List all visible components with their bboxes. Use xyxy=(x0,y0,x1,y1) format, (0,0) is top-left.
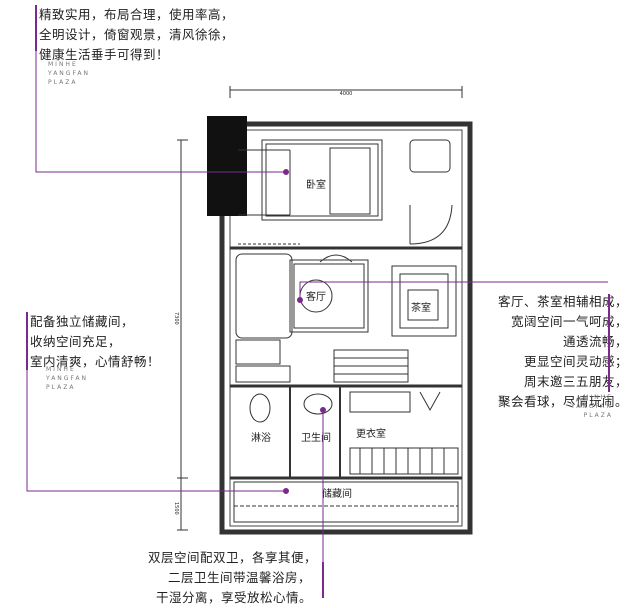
text-line: 全明设计，倚窗观景，清风徐徐， xyxy=(39,27,235,42)
left-mid-brand: MINHE YANGFAN PLAZA xyxy=(46,365,88,392)
room-label-closet: 更衣室 xyxy=(356,427,386,440)
brand-line: PLAZA xyxy=(48,79,78,86)
dimension-side-small-label: 1500 xyxy=(173,502,179,515)
brand-line: PLAZA xyxy=(46,384,76,391)
callout-line xyxy=(26,370,286,492)
brand-line: PLAZA xyxy=(583,412,613,419)
room-label-living: 客厅 xyxy=(306,290,326,303)
column xyxy=(207,116,247,216)
right-mid-brand: MINHE YANGFAN PLAZA xyxy=(571,393,613,420)
right-mid-text: 客厅、茶室相辅相成， 宽阔空间一气呵成， 通透流畅， 更显空间灵动感； 周末邀三… xyxy=(498,292,628,412)
top-left-text: 精致实用，布局合理，使用率高， 全明设计，倚窗观景，清风徐徐， 健康生活垂手可得… xyxy=(39,5,234,65)
outer-wall xyxy=(219,121,473,535)
dimension-side-label: 7300 xyxy=(173,312,179,325)
brand-line: YANGFAN xyxy=(46,375,88,382)
brand-line: YANGFAN xyxy=(48,70,90,77)
brand-line: MINHE xyxy=(48,61,78,68)
text-line: 二层卫生间带温馨浴房， xyxy=(168,570,312,585)
text-line: 周末邀三五朋友， xyxy=(523,374,628,389)
room-label-bedroom: 卧室 xyxy=(306,178,326,191)
text-line: 宽阔空间一气呵成， xyxy=(510,314,628,329)
text-line: 精致实用，布局合理，使用率高， xyxy=(39,7,235,22)
text-line: 健康生活垂手可得到！ xyxy=(39,47,170,62)
room-label-tea: 茶室 xyxy=(411,301,431,314)
brand-line: MINHE xyxy=(583,394,613,401)
text-line: 客厅、茶室相辅相成， xyxy=(497,294,628,309)
text-line: 配备独立储藏间， xyxy=(30,314,135,329)
text-line: 室内清爽，心情舒畅！ xyxy=(30,354,161,369)
text-line: 双层空间配双卫，各享其便， xyxy=(148,550,318,565)
text-line: 通透流畅， xyxy=(562,334,628,349)
left-mid-text: 配备独立储藏间， 收纳空间充足， 室内清爽，心情舒畅！ xyxy=(30,312,160,372)
brand-line: MINHE xyxy=(46,366,76,373)
dimension-top-label: 4000 xyxy=(340,91,353,97)
top-left-brand: MINHE YANGFAN PLAZA xyxy=(48,60,90,87)
text-line: 聚会看球，尽情玩闹。 xyxy=(497,394,628,409)
brand-line: YANGFAN xyxy=(571,403,613,410)
callout-line xyxy=(35,51,286,173)
room-label-bathroom: 卫生间 xyxy=(301,431,331,444)
accent-bar xyxy=(35,5,37,51)
accent-bar xyxy=(608,294,610,392)
accent-bar xyxy=(322,562,324,598)
text-line: 收纳空间充足， xyxy=(30,334,122,349)
room-label-shower: 淋浴 xyxy=(251,431,271,444)
callout-line xyxy=(299,281,608,300)
inner-wall xyxy=(229,129,463,527)
text-line: 更显空间灵动感； xyxy=(523,354,628,369)
accent-bar xyxy=(26,312,28,370)
room-label-storage: 储藏间 xyxy=(322,487,352,500)
